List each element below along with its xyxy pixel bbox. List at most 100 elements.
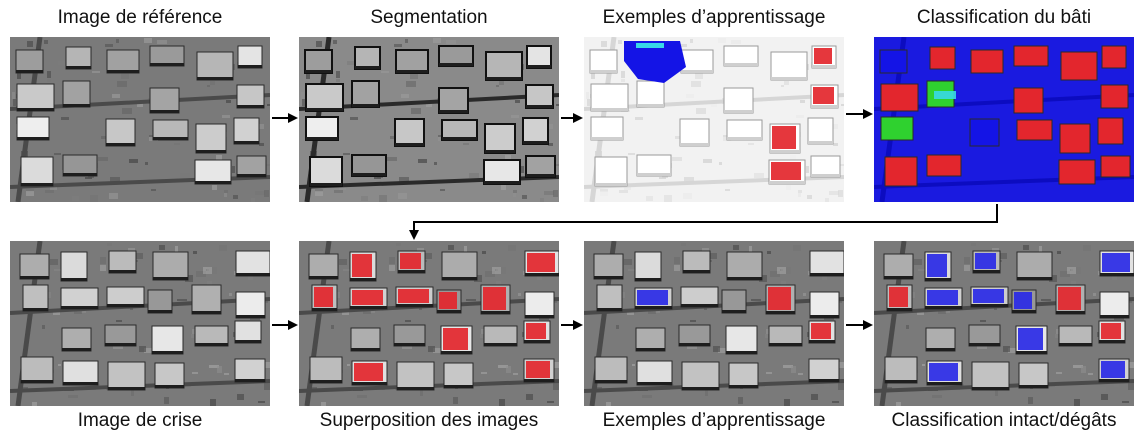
texture-speck [306, 72, 310, 79]
building-block [1101, 45, 1127, 69]
texture-speck [144, 38, 152, 43]
texture-speck [587, 99, 590, 106]
building-block [728, 362, 759, 389]
building-shadow [726, 351, 757, 354]
building-shadow [63, 104, 90, 107]
class-overlay [768, 287, 791, 310]
texture-speck [434, 162, 437, 165]
texture-speck [343, 153, 350, 155]
building-shadow [925, 278, 951, 281]
building-block [809, 291, 840, 319]
texture-speck [1071, 281, 1076, 285]
texture-speck [591, 72, 595, 79]
building-shadow [63, 173, 97, 176]
texture-speck [463, 143, 469, 145]
building-shadow [884, 276, 913, 279]
texture-speck [12, 92, 15, 99]
building-block [485, 51, 523, 81]
building-block [149, 87, 180, 114]
texture-speck [301, 92, 304, 99]
building-block [152, 251, 189, 281]
building-shadow [810, 315, 839, 318]
building-shadow [485, 150, 515, 153]
building-shadow [635, 278, 661, 281]
building-block [883, 253, 914, 280]
building-block [589, 49, 618, 74]
building-shadow [808, 141, 833, 144]
texture-speck [783, 365, 793, 368]
building-shadow [591, 137, 623, 140]
segmentation-panel [299, 37, 559, 202]
texture-speck [112, 94, 120, 98]
texture-speck [107, 243, 112, 246]
texture-speck [751, 299, 761, 301]
texture-speck [266, 164, 270, 166]
building-shadow [727, 277, 762, 280]
texture-speck [58, 364, 61, 366]
building-shadow [486, 77, 522, 80]
building-shadow [525, 273, 559, 276]
texture-speck [521, 166, 524, 173]
building-shadow [61, 306, 98, 309]
panel-title-overlay: Superposition des images [319, 410, 539, 431]
texture-speck [207, 85, 210, 87]
texture-speck [1055, 334, 1058, 338]
texture-speck [1023, 245, 1029, 250]
class-overlay [526, 323, 546, 339]
texture-speck [474, 275, 482, 282]
texture-speck [786, 185, 791, 190]
building-shadow [396, 304, 433, 307]
texture-speck [838, 383, 844, 390]
building-block [526, 45, 552, 69]
class-overlay [483, 287, 506, 310]
building-shadow [811, 174, 840, 177]
texture-speck [922, 364, 925, 366]
texture-speck [548, 143, 553, 146]
texture-speck [343, 269, 351, 271]
texture-speck [733, 245, 739, 250]
building-block [680, 49, 714, 74]
texture-speck [481, 372, 487, 374]
texture-speck [331, 325, 334, 329]
building-block [237, 45, 263, 69]
texture-speck [217, 366, 222, 373]
building-block [884, 156, 918, 187]
texture-speck [1039, 246, 1042, 253]
building-block [926, 154, 962, 177]
class-overlay [443, 328, 468, 350]
texture-speck [508, 245, 516, 251]
building-shadow [722, 310, 746, 313]
texture-speck [1073, 365, 1083, 368]
texture-speck [1003, 346, 1010, 352]
texture-speck [554, 301, 557, 303]
texture-speck [192, 372, 198, 374]
building-block [438, 87, 469, 114]
building-shadow [683, 270, 710, 273]
panel-title-crisis: Image de crise [77, 410, 203, 431]
texture-speck [800, 100, 805, 103]
building-shadow [727, 137, 762, 140]
building-shadow [237, 174, 266, 177]
building-block [147, 289, 173, 314]
texture-speck [53, 310, 60, 315]
building-block [1097, 117, 1124, 145]
panel-title-training-samples-2: Exemples d’apprentissage [602, 410, 826, 431]
texture-speck [42, 325, 45, 329]
texture-speck [110, 177, 120, 184]
texture-speck [100, 265, 106, 271]
texture-speck [632, 364, 635, 366]
texture-speck [44, 40, 48, 44]
texture-speck [646, 196, 653, 201]
texture-speck [627, 310, 634, 315]
texture-speck [151, 189, 156, 191]
building-block [682, 250, 711, 274]
panel-title-reference: Image de référence [57, 7, 223, 28]
building-shadow [526, 174, 555, 177]
building-shadow [350, 306, 387, 309]
texture-speck [798, 190, 802, 193]
texture-speck [224, 373, 229, 375]
building-shadow [197, 77, 233, 80]
building-shadow [437, 310, 461, 313]
texture-speck [316, 41, 322, 47]
texture-speck [624, 187, 631, 190]
